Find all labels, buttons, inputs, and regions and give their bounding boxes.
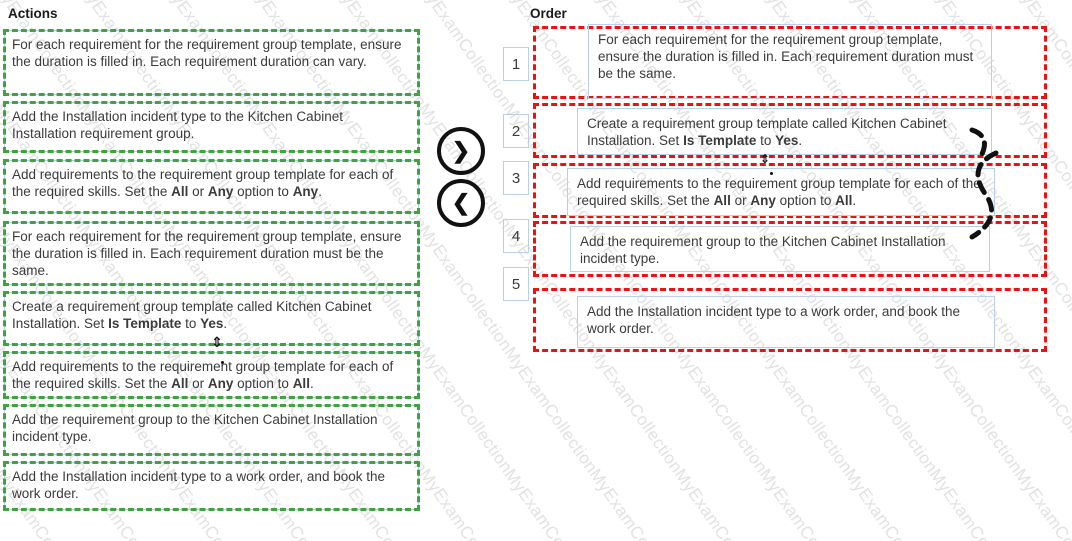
answer-highlight-5 <box>533 288 1047 352</box>
order-item-1[interactable]: For each requirement for the requirement… <box>588 24 992 99</box>
action-item-7[interactable]: Add the requirement group to the Kitchen… <box>3 404 420 456</box>
order-column-title: Order <box>530 6 567 21</box>
answer-highlight-2 <box>533 103 1047 158</box>
move-left-button[interactable]: ❮ <box>437 179 485 227</box>
order-item-5[interactable]: Add the Installation incident type to a … <box>577 296 995 348</box>
action-item-5[interactable]: Create a requirement group template call… <box>3 291 420 346</box>
action-item-1[interactable]: For each requirement for the requirement… <box>3 29 420 96</box>
order-number-2: 2 <box>503 114 529 148</box>
answer-highlight-4 <box>533 221 1047 277</box>
action-item-4[interactable]: For each requirement for the requirement… <box>3 221 420 286</box>
action-item-6[interactable]: Add requirements to the requirement grou… <box>3 351 420 399</box>
move-right-button[interactable]: ❯ <box>437 127 485 175</box>
answer-highlight-1 <box>533 26 1047 99</box>
action-item-8[interactable]: Add the Installation incident type to a … <box>3 461 420 511</box>
chevron-left-icon: ❮ <box>451 190 471 215</box>
action-item-2[interactable]: Add the Installation incident type to th… <box>3 101 420 153</box>
action-item-3[interactable]: Add requirements to the requirement grou… <box>3 159 420 214</box>
order-item-2[interactable]: Create a requirement group template call… <box>577 108 992 155</box>
order-number-5: 5 <box>503 267 529 301</box>
order-number-3: 3 <box>503 161 529 195</box>
chevron-right-icon: ❯ <box>451 138 471 163</box>
order-number-4: 4 <box>503 219 529 253</box>
actions-column-title: Actions <box>8 6 58 21</box>
order-number-1: 1 <box>503 47 529 81</box>
answer-highlight-3 <box>533 163 1047 218</box>
order-item-3[interactable]: Add requirements to the requirement grou… <box>567 168 995 216</box>
order-item-4[interactable]: Add the requirement group to the Kitchen… <box>570 226 990 272</box>
